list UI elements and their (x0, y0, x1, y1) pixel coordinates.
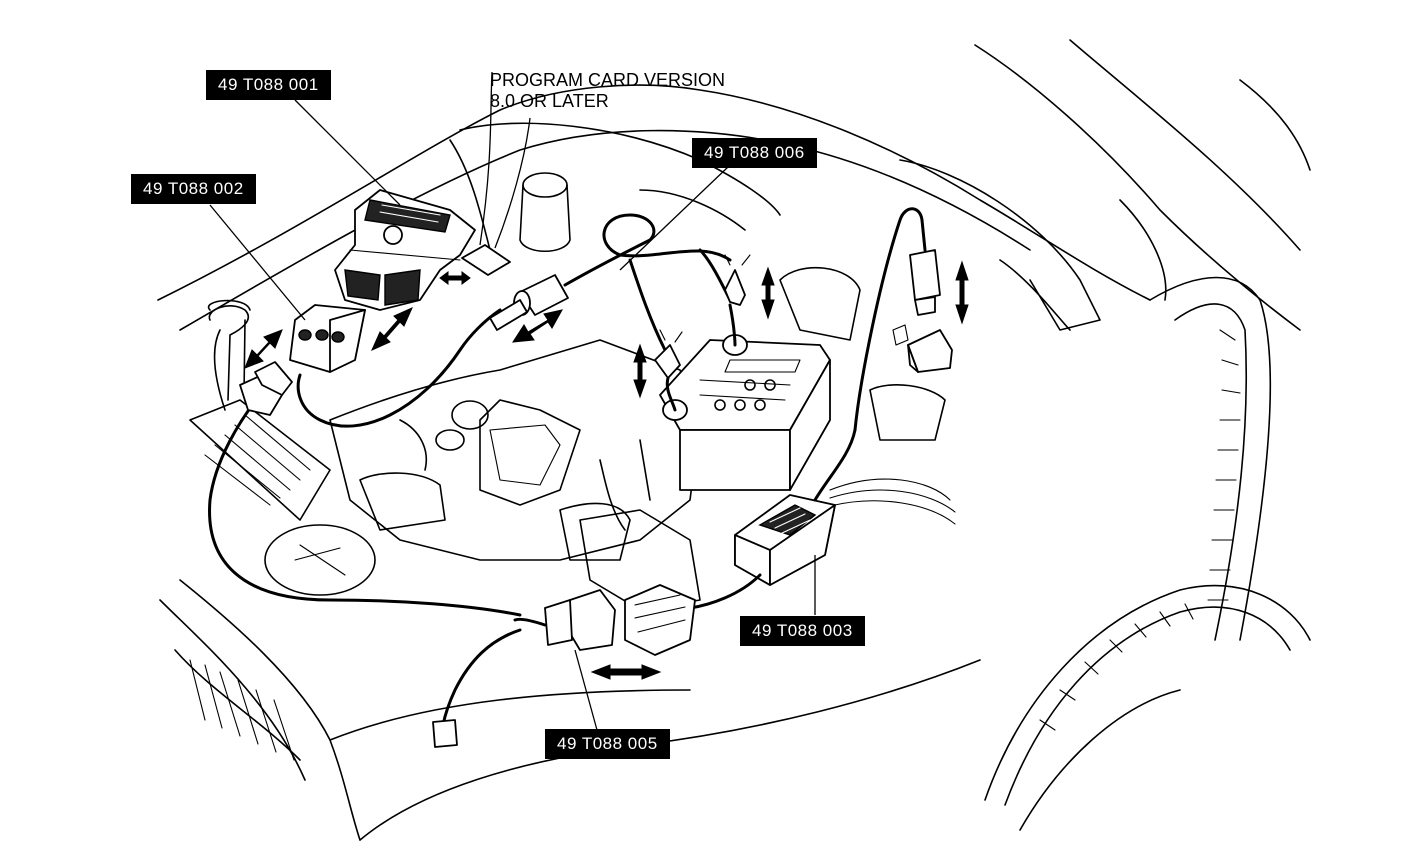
program-card-note: PROGRAM CARD VERSION 8.0 OR LATER (490, 70, 725, 112)
power-cable (489, 213, 751, 412)
part-label-002: 49 T088 002 (131, 174, 256, 204)
part-label-006: 49 T088 006 (692, 138, 817, 168)
part-label-003: 49 T088 003 (740, 616, 865, 646)
part-label-001: 49 T088 001 (206, 70, 331, 100)
connector-pair (432, 584, 696, 748)
interface-module (688, 428, 857, 610)
hand-held-tester (334, 189, 476, 311)
program-card (461, 71, 531, 276)
adapter (289, 304, 366, 373)
part-label-005: 49 T088 005 (545, 729, 670, 759)
program-card-note-line1: PROGRAM CARD VERSION (490, 70, 726, 90)
movement-arrows (244, 260, 969, 680)
program-card-note-line2: 8.0 OR LATER (490, 91, 609, 111)
leader-lines (209, 99, 816, 731)
diagnostic-connector (853, 207, 953, 432)
main-cable (208, 308, 522, 617)
battery (659, 334, 831, 491)
